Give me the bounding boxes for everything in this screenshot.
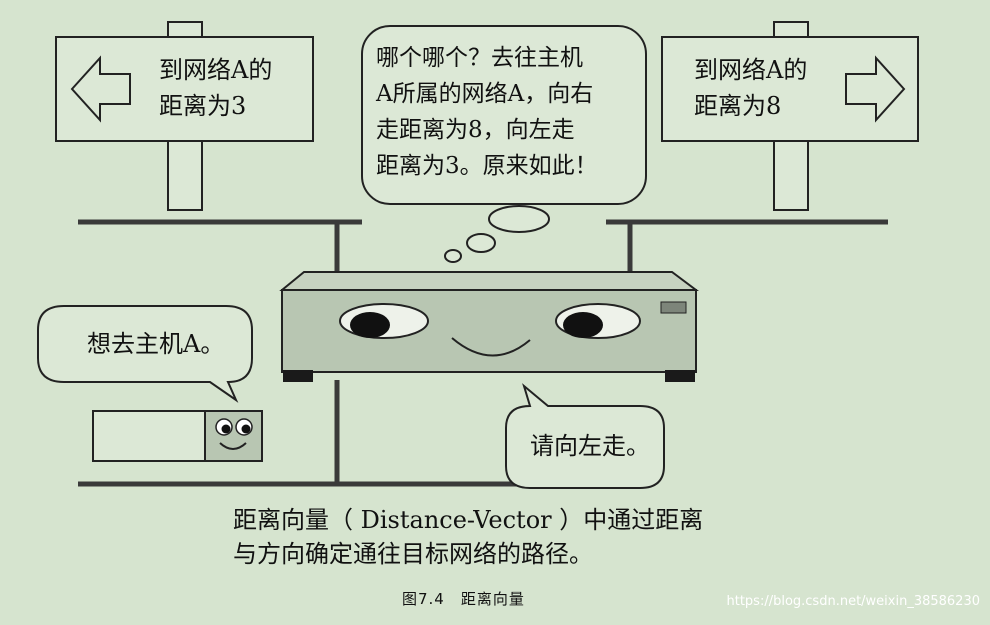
thought-bubble-text: 哪个哪个？去往主机 A所属的网络A，向右 走距离为8，向左走 距离为3。原来如此… xyxy=(376,40,598,184)
left-sign-label: 到网络A的 距离为3 xyxy=(159,52,272,124)
thought-line3: 走距离为8，向左走 xyxy=(376,117,575,143)
left-sign-line1: 到网络A的 xyxy=(159,56,273,84)
watermark: https://blog.csdn.net/weixin_38586230 xyxy=(726,594,980,609)
right-sign-line2: 距离为8 xyxy=(694,92,782,120)
host-computer xyxy=(92,410,263,462)
router-left-eye xyxy=(339,303,429,339)
router-smile xyxy=(451,337,531,357)
right-sign-line1: 到网络A的 xyxy=(694,56,808,84)
caption-line2: 与方向确定通往目标网络的路径。 xyxy=(233,540,593,568)
thought-line1: 哪个哪个？去往主机 xyxy=(376,45,583,71)
caption-line1: 距离向量（ Distance-Vector ）中通过距离 xyxy=(233,506,704,534)
right-signpost xyxy=(661,21,919,211)
figure-label: 图7.4 距离向量 xyxy=(402,590,525,608)
figure-caption: 距离向量（ Distance-Vector ）中通过距离 与方向确定通往目标网络… xyxy=(233,503,703,571)
arrow-right-icon xyxy=(845,55,906,123)
router xyxy=(279,271,699,382)
thought-line2: A所属的网络A，向右 xyxy=(376,81,594,107)
router-thought-bubble xyxy=(361,25,647,263)
thought-line4: 距离为3。原来如此！ xyxy=(376,153,598,179)
arrow-left-icon xyxy=(70,55,131,123)
right-sign-label: 到网络A的 距离为8 xyxy=(694,52,807,124)
left-signpost xyxy=(55,21,314,211)
host-network-line xyxy=(78,380,558,487)
host-bubble-text: 想去主机A。 xyxy=(87,330,225,358)
host-speech-bubble xyxy=(37,305,253,403)
left-sign-line2: 距离为3 xyxy=(159,92,247,120)
router-bubble-text: 请向左走。 xyxy=(530,432,650,460)
router-speech-bubble xyxy=(505,383,665,489)
router-right-eye xyxy=(555,303,641,339)
